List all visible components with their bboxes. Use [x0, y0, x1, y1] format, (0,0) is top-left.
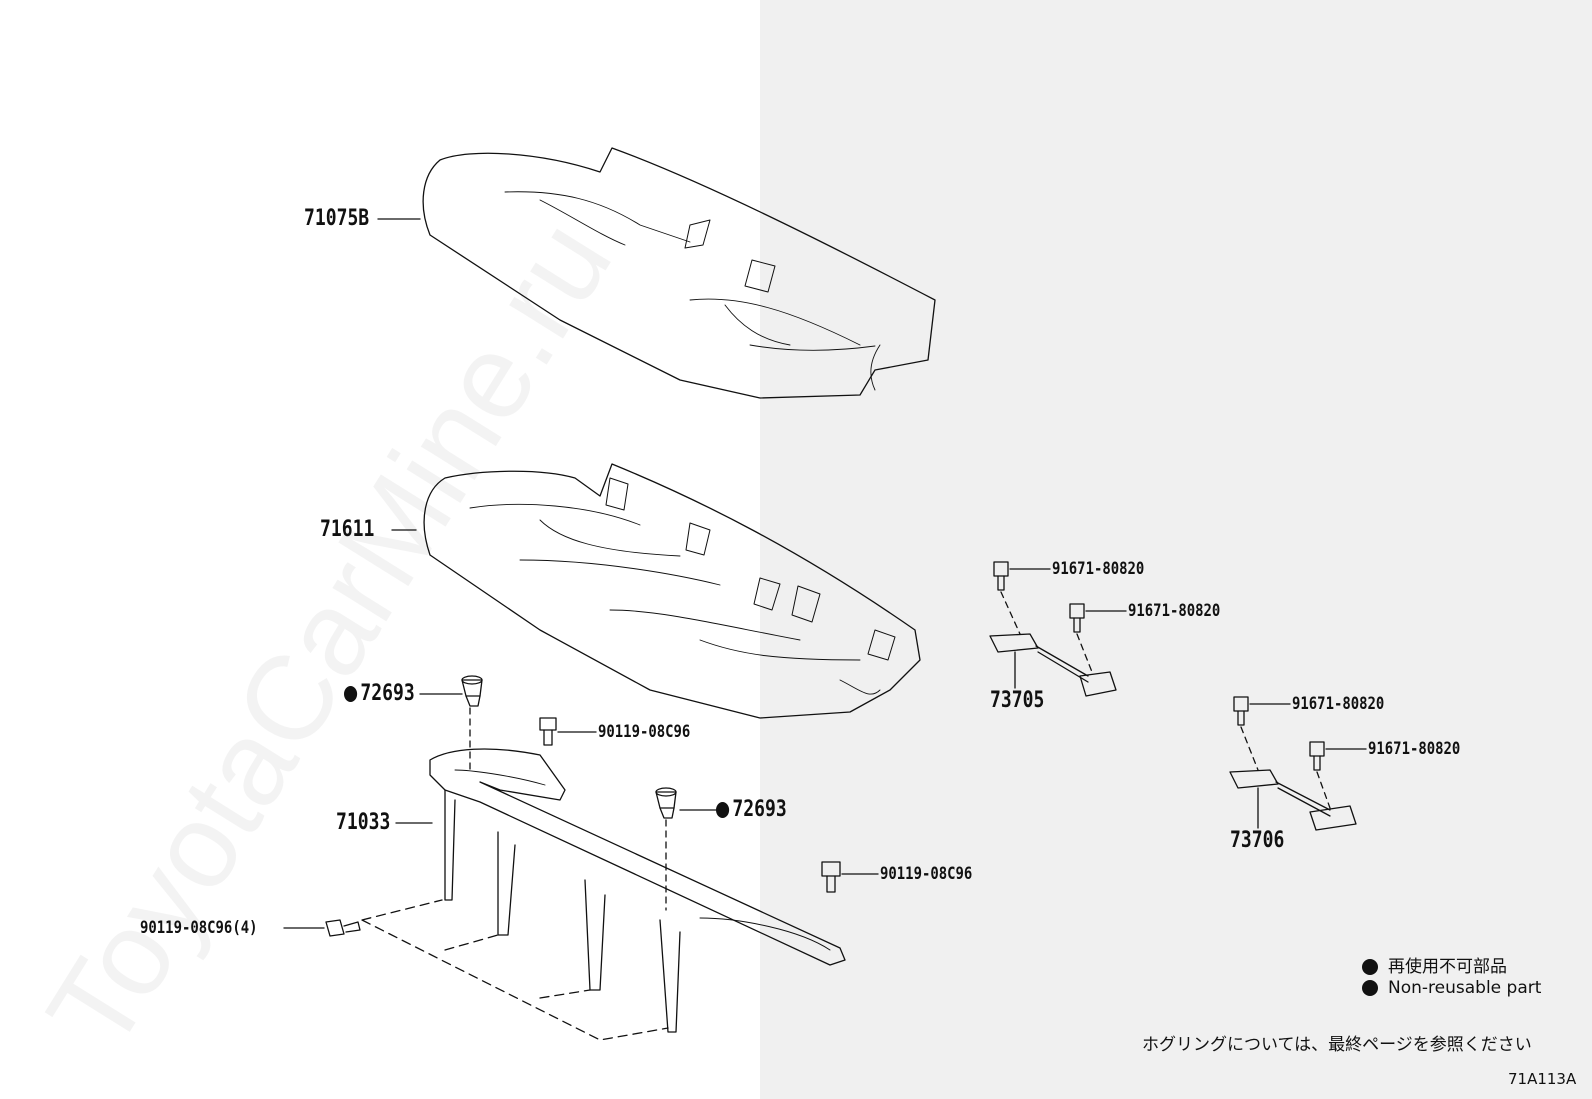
label-hook-left: 73705: [990, 688, 1045, 713]
clip-center-drawing: [655, 787, 677, 819]
dash-91671-d: [1316, 771, 1331, 809]
non-reusable-dot-icon: [344, 686, 358, 702]
label-frame: 71033: [336, 810, 391, 835]
clip-left-drawing: [461, 675, 483, 707]
label-clip-center-text: 72693: [732, 797, 787, 822]
seat-cushion-drawing: [423, 463, 921, 719]
legend-en-text: Non-reusable part: [1388, 978, 1542, 998]
legend-en: Non-reusable part: [1362, 978, 1541, 998]
label-seat-cushion: 71611: [320, 517, 375, 542]
frame-drawing: [429, 748, 846, 1033]
label-hook-right: 73706: [1230, 828, 1285, 853]
non-reusable-dot-icon: [1362, 959, 1378, 975]
label-bolt-73705-a: 91671-80820: [1052, 559, 1145, 579]
bolt-frame-left-drawing: [325, 919, 361, 937]
label-seat-back-cover: 71075B: [304, 206, 370, 231]
dash-90119-left: [361, 899, 669, 1041]
dash-91671-b: [1076, 633, 1093, 673]
label-clip-left-text: 72693: [360, 681, 415, 706]
label-clip-left: 72693: [344, 683, 415, 705]
label-bolt-73706-b: 91671-80820: [1368, 739, 1461, 759]
hog-ring-note: ホグリングについては、最終ページを参照ください: [1142, 1035, 1532, 1055]
label-bolt-73705-b: 91671-80820: [1128, 601, 1221, 621]
non-reusable-dot-icon: [716, 802, 730, 818]
background-right-panel: [760, 0, 1592, 1099]
label-bolt-73706-a: 91671-80820: [1292, 694, 1385, 714]
label-bolt-frame-top: 90119-08C96: [598, 722, 691, 742]
bolt-frame-top-drawing: [539, 717, 557, 746]
legend-jp: 再使用不可部品: [1362, 952, 1507, 977]
non-reusable-dot-icon: [1362, 980, 1378, 996]
bolt-frame-right-drawing: [821, 861, 841, 893]
dash-91671-c: [1240, 726, 1259, 771]
diagram-code: 71A113A: [1508, 1070, 1577, 1088]
label-bolt-frame-right: 90119-08C96: [880, 864, 973, 884]
legend-jp-text: 再使用不可部品: [1388, 957, 1507, 977]
hook-73705-drawing: [989, 561, 1117, 697]
dash-91671-a: [1000, 591, 1021, 635]
label-clip-center: 72693: [716, 799, 787, 821]
hook-73706-drawing: [1229, 696, 1357, 831]
seat-back-cover-drawing: [422, 147, 936, 399]
label-bolt-frame-left: 90119-08C96(4): [140, 918, 258, 938]
